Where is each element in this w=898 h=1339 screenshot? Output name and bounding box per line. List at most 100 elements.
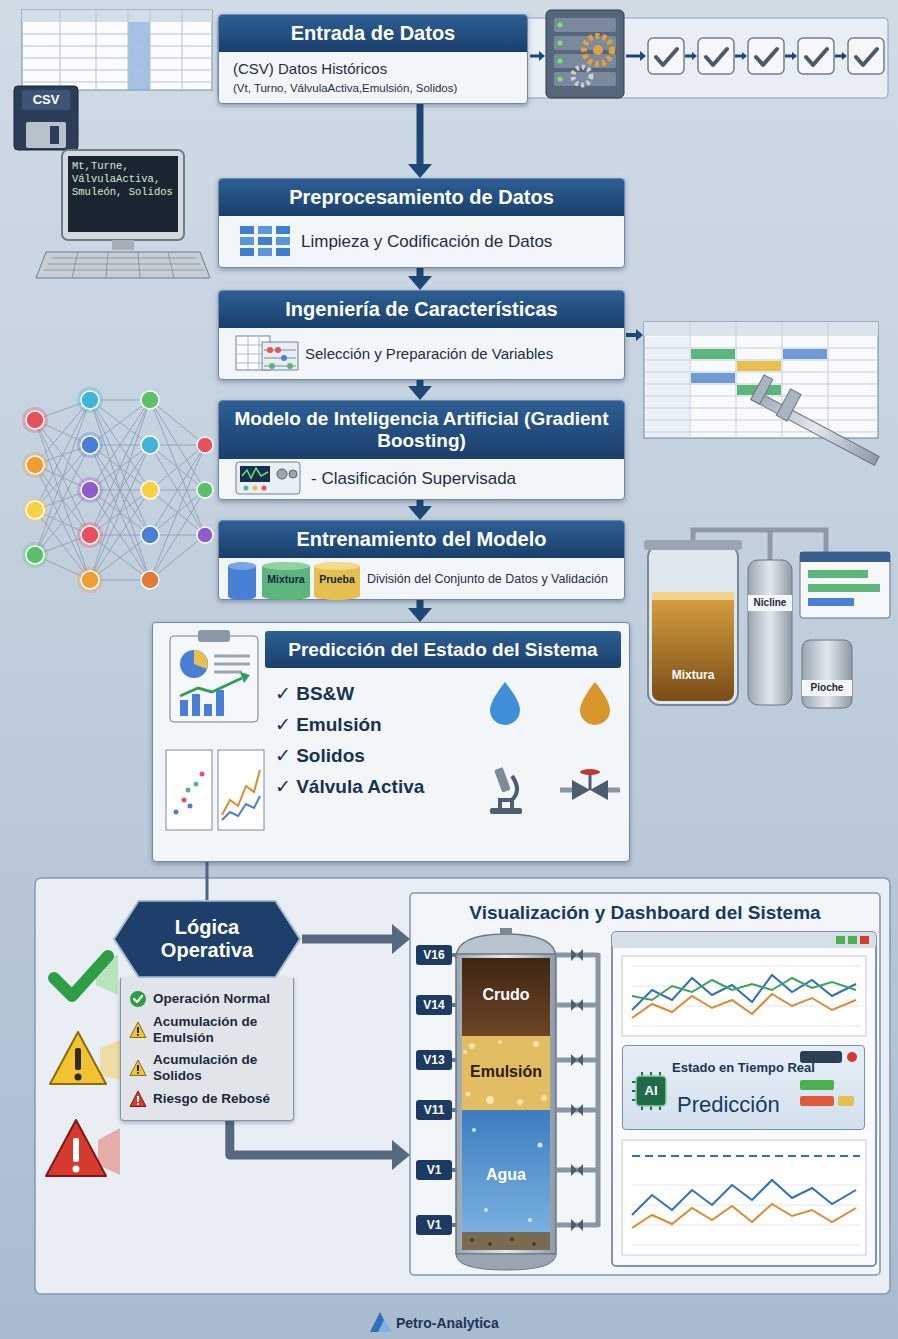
check-icon [798,38,834,74]
separator-tank [416,928,598,1270]
bottom-panel [35,878,890,1294]
separator-tank [470,1238,474,1242]
connector-line [417,104,424,165]
connector-line [417,380,424,387]
report-icons [198,630,230,642]
status-pills [800,1096,834,1106]
report-icons [222,796,260,820]
neural-network-icon [26,501,44,519]
column-icon [258,226,272,234]
table-abacus-icon [236,336,298,370]
separator-tank [498,1040,502,1044]
database-icons [314,566,360,596]
separator-tank [538,1143,543,1148]
arrowhead [392,1140,410,1170]
separator-tank [500,928,512,935]
report-icons [166,750,212,830]
spreadsheet-icon [22,10,212,90]
dashboard-monitor [622,1140,866,1255]
control-panel-icon [236,462,300,494]
separator-tank [416,945,452,965]
status-icon [137,1027,139,1033]
flow-arrow [539,51,545,61]
label: Agua [456,1165,556,1185]
box-title: Entrenamiento del Modelo [219,521,624,558]
property-icons [589,774,592,790]
status-text: Riesgo de Rebosé [153,1091,270,1107]
dashboard-frame [410,893,880,1275]
server-icon [593,45,603,55]
status-text: Acumulación de Solidos [153,1052,285,1084]
neural-network-icon [141,391,159,409]
neural-network-icon [22,542,48,568]
connector-line [417,500,424,507]
dashboard-monitor [632,1155,860,1157]
dashboard-monitor [612,932,876,1266]
check-icon [648,38,884,74]
caliper-icon [751,391,879,466]
status-pills [847,1052,857,1062]
status-icon [129,1021,147,1039]
server-icon [558,77,563,82]
floppy-disk-icon [14,86,78,150]
connector-line [417,600,424,609]
caliper-icon [750,375,888,467]
dashboard-monitor [632,1180,856,1215]
neural-network-icon [141,481,159,499]
separator-tank [416,1050,452,1070]
neural-network-icon [22,387,103,593]
dashboard-monitor [836,936,845,944]
control-panel-icon [289,470,297,478]
ai-chip [636,1076,666,1106]
status-icon [129,1090,147,1108]
input-box: Entrada de Datos(CSV) Datos Históricos(V… [218,14,528,104]
neural-network-icon [26,411,44,429]
separator-tank [463,1050,467,1054]
label: AI [636,1083,666,1099]
status-item: Acumulación de Solidos [129,1052,285,1084]
separator-tank [577,1054,583,1066]
separator-tanks [802,680,852,696]
separator-tank [510,1237,514,1241]
panel-title: Visualización y Dashboard del Sistema [410,893,880,932]
status-icons [75,1048,81,1070]
floppy-disk-icon [14,86,78,150]
computer-icon [62,150,184,240]
dashboard-monitor [848,936,857,944]
box-title: Preprocesamiento de Datos [219,179,624,216]
status-icon [130,1091,146,1107]
database-icons [262,566,310,596]
floppy-disk-icon [22,90,70,110]
neural-network-icon [77,432,103,458]
feature-table [626,333,636,337]
floppy-disk-icon [50,126,59,144]
neural-network-icon [197,482,213,498]
database-icons [228,562,360,600]
server-icon [558,59,563,64]
brand-logo [378,1320,392,1332]
box-text: División del Conjunto de Datos y Validac… [367,571,614,587]
feature-table [644,322,878,438]
database-icons [228,562,256,570]
database-icons [262,562,310,570]
feature-table [691,373,735,383]
neural-network-icon [22,497,48,523]
caliper-icon [776,389,801,421]
control-panel-icon [240,466,270,482]
feature-table [626,322,878,438]
box-body: (CSV) Datos Históricos(Vt, Turno, Válvul… [219,52,527,103]
neural-network-icon [197,527,213,543]
status-pills [838,1096,854,1106]
database-icons [314,592,360,600]
connector [408,600,432,622]
status-list: Operación NormalAcumulación de EmulsiónA… [120,978,294,1121]
separator-tank [541,1095,547,1101]
property-icons [572,780,590,800]
status-icon [130,1060,146,1076]
report-icons [174,810,179,815]
spreadsheet-icon [128,22,150,90]
report-icons [192,694,200,716]
check-icon [656,49,877,65]
